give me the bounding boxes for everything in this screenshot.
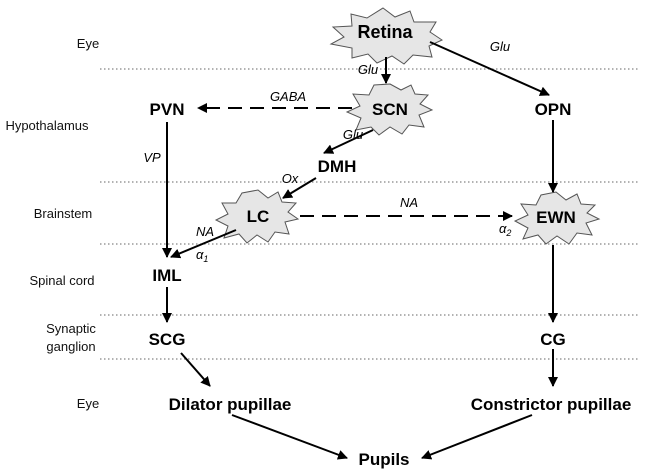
ewn-burst-shape — [513, 191, 601, 245]
node-lc: LC — [247, 207, 270, 226]
arrow-scn-dmh — [323, 129, 374, 154]
edge-label-scn-dmh: Glu — [343, 127, 363, 142]
node-pvn: PVN — [150, 100, 185, 119]
node-constrictor-pupillae: Constrictor pupillae — [471, 395, 632, 414]
node-scn: SCN — [372, 100, 408, 119]
node-scg: SCG — [149, 330, 186, 349]
scn-burst-shape — [345, 83, 434, 136]
edge-label-retina-scn: Glu — [358, 62, 378, 77]
edge-label-scn-pvn: GABA — [270, 89, 306, 104]
alpha2-symbol: α — [499, 221, 507, 236]
arrow-scg-dilator — [180, 352, 211, 387]
edge-label-lc-ewn: NA — [400, 195, 418, 210]
region-label-brainstem: Brainstem — [34, 206, 93, 221]
region-label-eye-top: Eye — [77, 36, 99, 51]
region-label-hypothalamus: Hypothalamus — [5, 118, 89, 133]
edge-label-lc-iml: NA — [196, 224, 214, 239]
node-dmh: DMH — [318, 157, 357, 176]
node-iml: IML — [152, 266, 181, 285]
lc-burst-shape — [214, 189, 300, 244]
retina-burst-shape — [329, 7, 444, 65]
edge-label-dmh-lc: Ox — [282, 171, 299, 186]
alpha2-subscript: 2 — [505, 228, 511, 238]
region-label-synaptic: Synaptic — [46, 321, 96, 336]
node-ewn: EWN — [536, 208, 576, 227]
region-label-eye-bottom: Eye — [77, 396, 99, 411]
node-dilator-pupillae: Dilator pupillae — [169, 395, 292, 414]
arrow-constrictor-pupils — [421, 414, 533, 460]
node-cg: CG — [540, 330, 566, 349]
edge-label-alpha1: α1 — [196, 247, 208, 264]
region-label-spinal-cord: Spinal cord — [29, 273, 94, 288]
alpha1-subscript: 1 — [203, 254, 208, 264]
arrow-retina-opn — [429, 41, 550, 96]
node-retina: Retina — [357, 22, 413, 42]
edge-label-retina-opn: Glu — [490, 39, 510, 54]
node-opn: OPN — [535, 100, 572, 119]
node-pupils: Pupils — [358, 450, 409, 469]
edge-label-alpha2: α2 — [499, 221, 511, 238]
arrow-dilator-pupils — [231, 414, 348, 460]
edge-label-pvn-iml: VP — [143, 150, 161, 165]
arrow-lc-iml — [170, 229, 237, 259]
region-label-ganglion: ganglion — [46, 339, 95, 354]
arrow-dmh-lc — [282, 177, 317, 199]
alpha1-symbol: α — [196, 247, 204, 262]
